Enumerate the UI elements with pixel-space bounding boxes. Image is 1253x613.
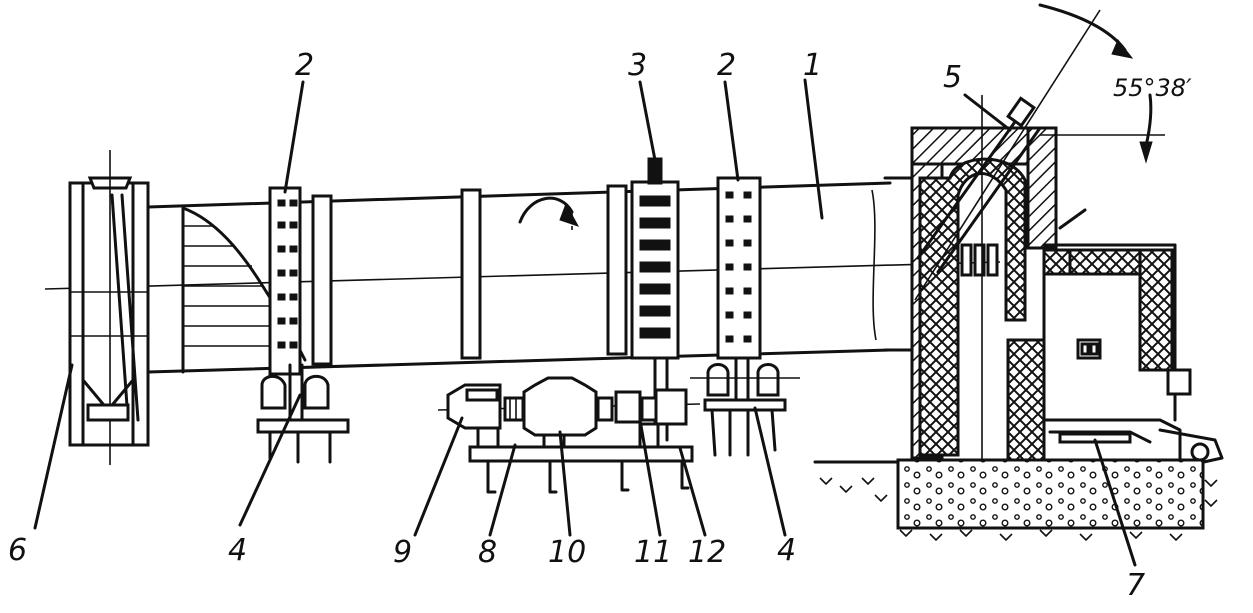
pinion-12 bbox=[654, 388, 688, 426]
tyre-ring-2 bbox=[716, 176, 762, 360]
leader-lines bbox=[33, 78, 1137, 567]
label-11: 11 bbox=[634, 535, 672, 570]
angle-value: 55°38′ bbox=[1113, 74, 1192, 102]
label-8: 8 bbox=[478, 535, 497, 570]
tyre-band-c bbox=[606, 184, 628, 356]
foundation bbox=[813, 458, 1218, 542]
label-1: 1 bbox=[803, 48, 822, 83]
support-station-1 bbox=[256, 363, 350, 464]
coupling-11 bbox=[614, 390, 642, 424]
label-12: 12 bbox=[688, 535, 726, 570]
support-station-2 bbox=[690, 356, 800, 457]
tyre-ring-1 bbox=[268, 186, 302, 376]
coupling-8 bbox=[503, 396, 525, 422]
kiln-drum bbox=[146, 181, 892, 374]
label-5: 5 bbox=[943, 60, 962, 95]
rotation-arrow bbox=[518, 196, 574, 224]
feed-end-head bbox=[68, 150, 150, 465]
label-2-left: 2 bbox=[295, 48, 314, 83]
kiln-axis-line bbox=[44, 261, 1001, 290]
tyre-band-b bbox=[460, 188, 482, 360]
reducer-10 bbox=[522, 376, 598, 437]
label-6: 6 bbox=[8, 533, 27, 568]
label-2-right: 2 bbox=[717, 48, 736, 83]
label-9: 9 bbox=[393, 535, 412, 570]
drive-unit bbox=[437, 376, 701, 494]
label-3: 3 bbox=[628, 48, 647, 83]
label-4-left: 4 bbox=[228, 533, 247, 568]
label-4-right: 4 bbox=[777, 533, 796, 568]
girth-gear bbox=[630, 157, 680, 442]
firing-hood bbox=[871, 9, 1101, 462]
angle-annotation: 55°38′ bbox=[1038, 3, 1192, 164]
label-10: 10 bbox=[548, 535, 586, 570]
label-7: 7 bbox=[1126, 568, 1145, 603]
cooler-chamber bbox=[1042, 243, 1224, 470]
tyre-band-a bbox=[311, 194, 333, 366]
